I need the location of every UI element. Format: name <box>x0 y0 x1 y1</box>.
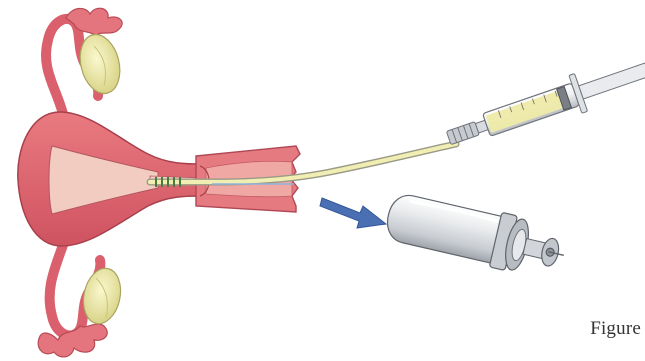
arrow-right-icon <box>320 198 386 228</box>
syringe-icon <box>442 51 645 157</box>
vial-body <box>383 191 503 263</box>
lower-fimbriae <box>38 324 107 357</box>
vial-icon <box>382 188 570 283</box>
syringe-fluid <box>485 91 563 133</box>
syringe-plunger <box>579 63 645 99</box>
figure-caption: Figure <box>590 318 641 340</box>
luer-connector <box>446 122 479 145</box>
